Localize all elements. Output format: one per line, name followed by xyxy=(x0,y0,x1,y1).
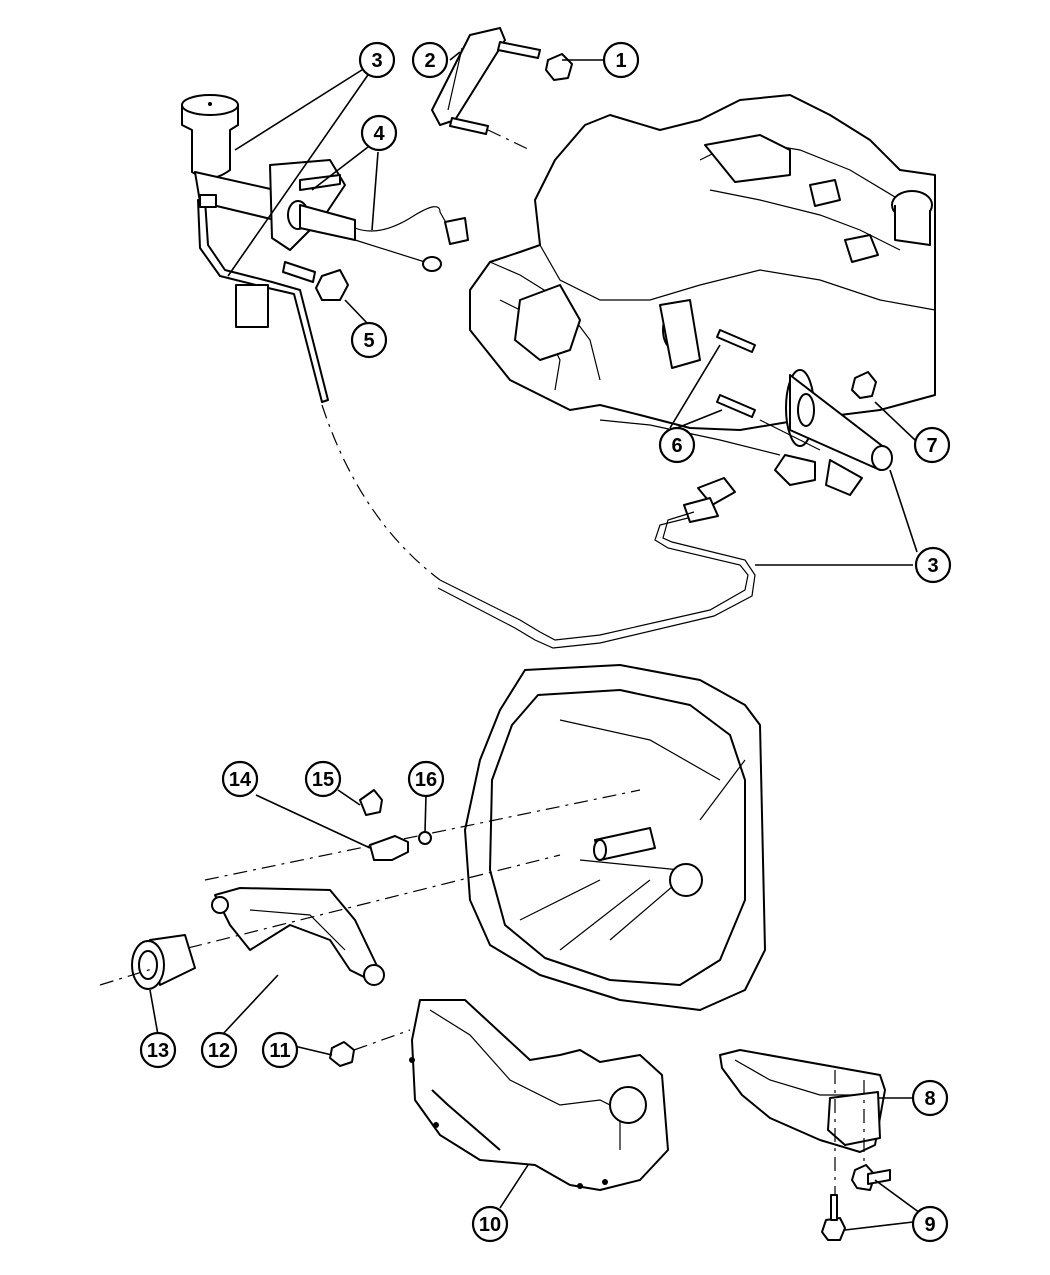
callout-label: 12 xyxy=(208,1040,230,1062)
callout-13: 13 xyxy=(139,1031,177,1069)
callout-label: 10 xyxy=(479,1214,501,1236)
hydraulic-line xyxy=(321,404,756,649)
hydraulic-clutch-master-assembly xyxy=(181,94,469,403)
callout-label: 9 xyxy=(924,1214,935,1236)
callout-7: 7 xyxy=(913,426,951,464)
callout-11: 11 xyxy=(261,1031,299,1069)
transmission-case xyxy=(469,94,936,456)
callout-9: 9 xyxy=(911,1205,949,1243)
callout-label: 11 xyxy=(269,1040,290,1062)
callout-label: 5 xyxy=(363,330,374,352)
bracket-assembly xyxy=(431,27,573,151)
callout-label: 14 xyxy=(229,769,252,791)
callout-label: 16 xyxy=(415,769,437,791)
inspection-cover xyxy=(719,1049,886,1153)
callout-1: 1 xyxy=(602,41,640,79)
bell-housing xyxy=(464,664,766,1011)
callout-label: 13 xyxy=(147,1040,169,1062)
bolts xyxy=(329,1029,891,1241)
callout-label: 8 xyxy=(924,1088,935,1110)
callout-14: 14 xyxy=(221,760,259,798)
callout-label: 3 xyxy=(927,555,938,577)
callout-12: 12 xyxy=(200,1031,238,1069)
callout-8: 8 xyxy=(911,1079,949,1117)
callout-16: 16 xyxy=(407,760,445,798)
slave-cylinder xyxy=(759,369,893,496)
callout-label: 15 xyxy=(312,769,334,791)
callout-label: 4 xyxy=(373,123,385,145)
callout-label: 3 xyxy=(371,50,382,72)
callout-5: 5 xyxy=(350,321,388,359)
callout-4: 4 xyxy=(360,114,398,152)
callout-label: 7 xyxy=(926,435,937,457)
studs xyxy=(716,329,756,418)
callout-label: 1 xyxy=(615,50,626,72)
dust-shield xyxy=(409,999,669,1191)
callout-3-right: 3 xyxy=(914,546,952,584)
release-bearing xyxy=(99,934,196,990)
clutch-fork-assembly xyxy=(159,789,641,986)
callout-6: 6 xyxy=(658,426,696,464)
callout-2: 2 xyxy=(411,41,449,79)
leader-lines-top xyxy=(227,51,918,566)
callout-15: 15 xyxy=(304,760,342,798)
callout-label: 2 xyxy=(424,50,435,72)
callout-10: 10 xyxy=(471,1205,509,1243)
pivot-and-clip-parts xyxy=(359,789,432,861)
callout-3-top: 3 xyxy=(358,41,396,79)
callout-label: 6 xyxy=(671,435,682,457)
